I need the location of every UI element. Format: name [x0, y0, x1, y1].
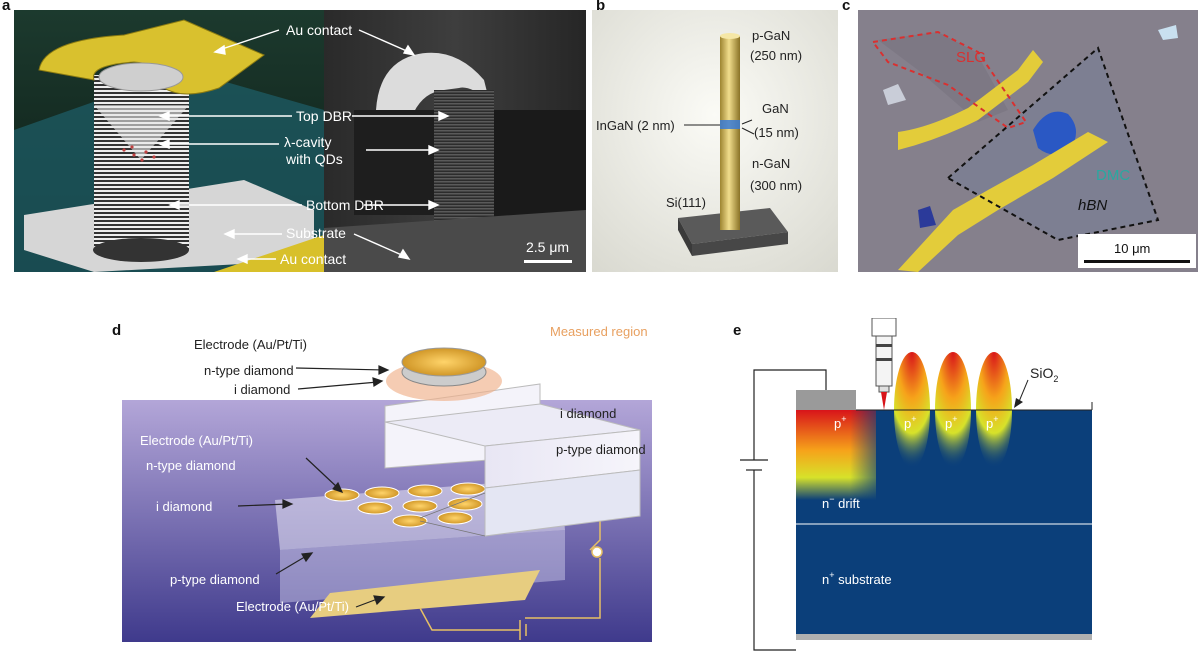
label-ingan: InGaN (2 nm) [596, 118, 675, 133]
scale-bar-label: 10 μm [1114, 241, 1150, 256]
electrode-upper [898, 50, 1043, 150]
pillar-top [98, 62, 184, 92]
label-p-plus-3: p+ [945, 414, 958, 431]
inset-label-electrode: Electrode (Au/Pt/Ti) [194, 337, 307, 352]
panel-e: SiO2 p+ p+ p+ p+ n− drift n+ substrate [730, 318, 1100, 654]
label-au-contact-bottom: Au contact [280, 251, 346, 267]
microscope-objective [871, 318, 897, 393]
label-cavity-line2: with QDs [285, 151, 343, 167]
inset-label-n-type: n-type diamond [204, 363, 294, 378]
label-substrate: Substrate [286, 225, 346, 241]
label-ngan-1: n-GaN [752, 156, 790, 171]
label-n-type: n-type diamond [146, 458, 236, 473]
label-electrode-bottom: Electrode (Au/Pt/Ti) [236, 599, 349, 614]
si-substrate-front [692, 232, 788, 256]
top-electrode-discs [324, 482, 523, 528]
label-n-minus-drift: n− drift [822, 494, 860, 511]
top-au-contact [38, 19, 265, 95]
inset-disc [401, 347, 487, 377]
diamond-device-diagram: Electrode (Au/Pt/Ti) n-type diamond i di… [122, 324, 652, 642]
nanowire [720, 36, 740, 230]
top-contact [796, 390, 856, 410]
panel-label-e: e [733, 322, 742, 339]
label-cavity-line1: λ-cavity [284, 134, 331, 150]
p-plus-left-fade [850, 410, 890, 500]
label-p-plus-1: p+ [834, 414, 847, 431]
inset-p-type-front [484, 469, 641, 537]
sem-cut-right [494, 110, 586, 220]
label-au-contact-top: Au contact [286, 22, 352, 38]
sio2-leader [1017, 379, 1029, 405]
panel-b: p-GaN (250 nm) GaN (15 nm) InGaN (2 nm) … [592, 10, 838, 272]
sem-cut-left [354, 110, 434, 215]
label-ngan-2: (300 nm) [750, 178, 802, 193]
scale-bar [1084, 260, 1190, 263]
label-hbn: hBN [1078, 197, 1107, 214]
debris-2 [918, 206, 936, 228]
inset-layer-i-diamond: i diamond [560, 406, 616, 421]
panel-label-a: a [2, 0, 11, 14]
label-top-dbr: Top DBR [296, 108, 352, 124]
nanowire-tip [720, 33, 740, 39]
label-electrode-top: Electrode (Au/Pt/Ti) [140, 433, 253, 448]
label-sio2: SiO2 [1030, 365, 1058, 384]
quantum-dots [122, 145, 156, 162]
pillar-base [93, 238, 189, 262]
inset-label-measured: Measured region [550, 324, 648, 339]
bottom-electrode [310, 570, 540, 618]
bottom-contact-strip [214, 235, 324, 272]
panel-label-d: d [112, 322, 122, 339]
zoom-line-1 [419, 492, 486, 519]
ingan-layer [720, 120, 740, 129]
scale-bar-label: 2.5 μm [526, 239, 569, 255]
label-bottom-dbr: Bottom DBR [306, 197, 384, 213]
annotation-leaders [684, 119, 755, 135]
zoom-line-2 [419, 520, 486, 537]
circuit-wires [740, 369, 827, 651]
micropillar-diagram: Au contact Top DBR λ-cavity with QDs Bot… [14, 10, 586, 272]
label-i-diamond: i diamond [156, 499, 212, 514]
label-p-type: p-type diamond [170, 572, 260, 587]
slg-outline [872, 30, 1028, 130]
annotation-arrows [237, 365, 390, 608]
slg-flake [878, 32, 1008, 122]
label-gan-1: GaN [762, 101, 789, 116]
debris-1 [883, 84, 906, 105]
sem-contact-arc [376, 52, 489, 112]
annotation-arrows [158, 29, 450, 265]
panel-c: SLG DMC hBN 10 μm [858, 10, 1198, 272]
label-p-plus-2: p+ [904, 414, 917, 431]
electrode-lower [898, 132, 1108, 272]
panel-label-b: b [596, 0, 606, 14]
label-n-plus-substrate: n+ substrate [822, 570, 892, 587]
label-dmc: DMC [1096, 167, 1130, 184]
label-pgan-2: (250 nm) [750, 48, 802, 63]
panel-a: Au contact Top DBR λ-cavity with QDs Bot… [14, 10, 586, 272]
panel-d: Electrode (Au/Pt/Ti) n-type diamond i di… [120, 318, 680, 654]
nanowire-diagram: p-GaN (250 nm) GaN (15 nm) InGaN (2 nm) … [592, 10, 838, 272]
back-contact [796, 634, 1092, 640]
pillar-dbr-stack [94, 75, 189, 250]
hbn-outline [947, 46, 1160, 242]
inset-label-i-diamond: i diamond [234, 382, 290, 397]
sem-substrate [324, 210, 586, 272]
label-si: Si(111) [666, 195, 706, 210]
si-substrate-side [678, 218, 692, 256]
optical-micrograph: SLG DMC hBN 10 μm [858, 10, 1198, 272]
label-gan-2: (15 nm) [754, 125, 799, 140]
panel-label-c: c [842, 0, 851, 14]
meter-node [591, 546, 603, 558]
inset-layer-p-type: p-type diamond [556, 442, 646, 457]
label-p-plus-4: p+ [986, 414, 999, 431]
scale-bar [524, 260, 572, 263]
debris-3 [1158, 25, 1178, 40]
sic-device-cross-section: SiO2 p+ p+ p+ p+ n− drift n+ substrate [740, 318, 1093, 651]
sem-pillar [434, 90, 494, 230]
label-slg: SLG [956, 49, 986, 66]
label-pgan-1: p-GaN [752, 28, 790, 43]
laser-spot [881, 392, 887, 410]
dmc-flake [1033, 111, 1077, 155]
